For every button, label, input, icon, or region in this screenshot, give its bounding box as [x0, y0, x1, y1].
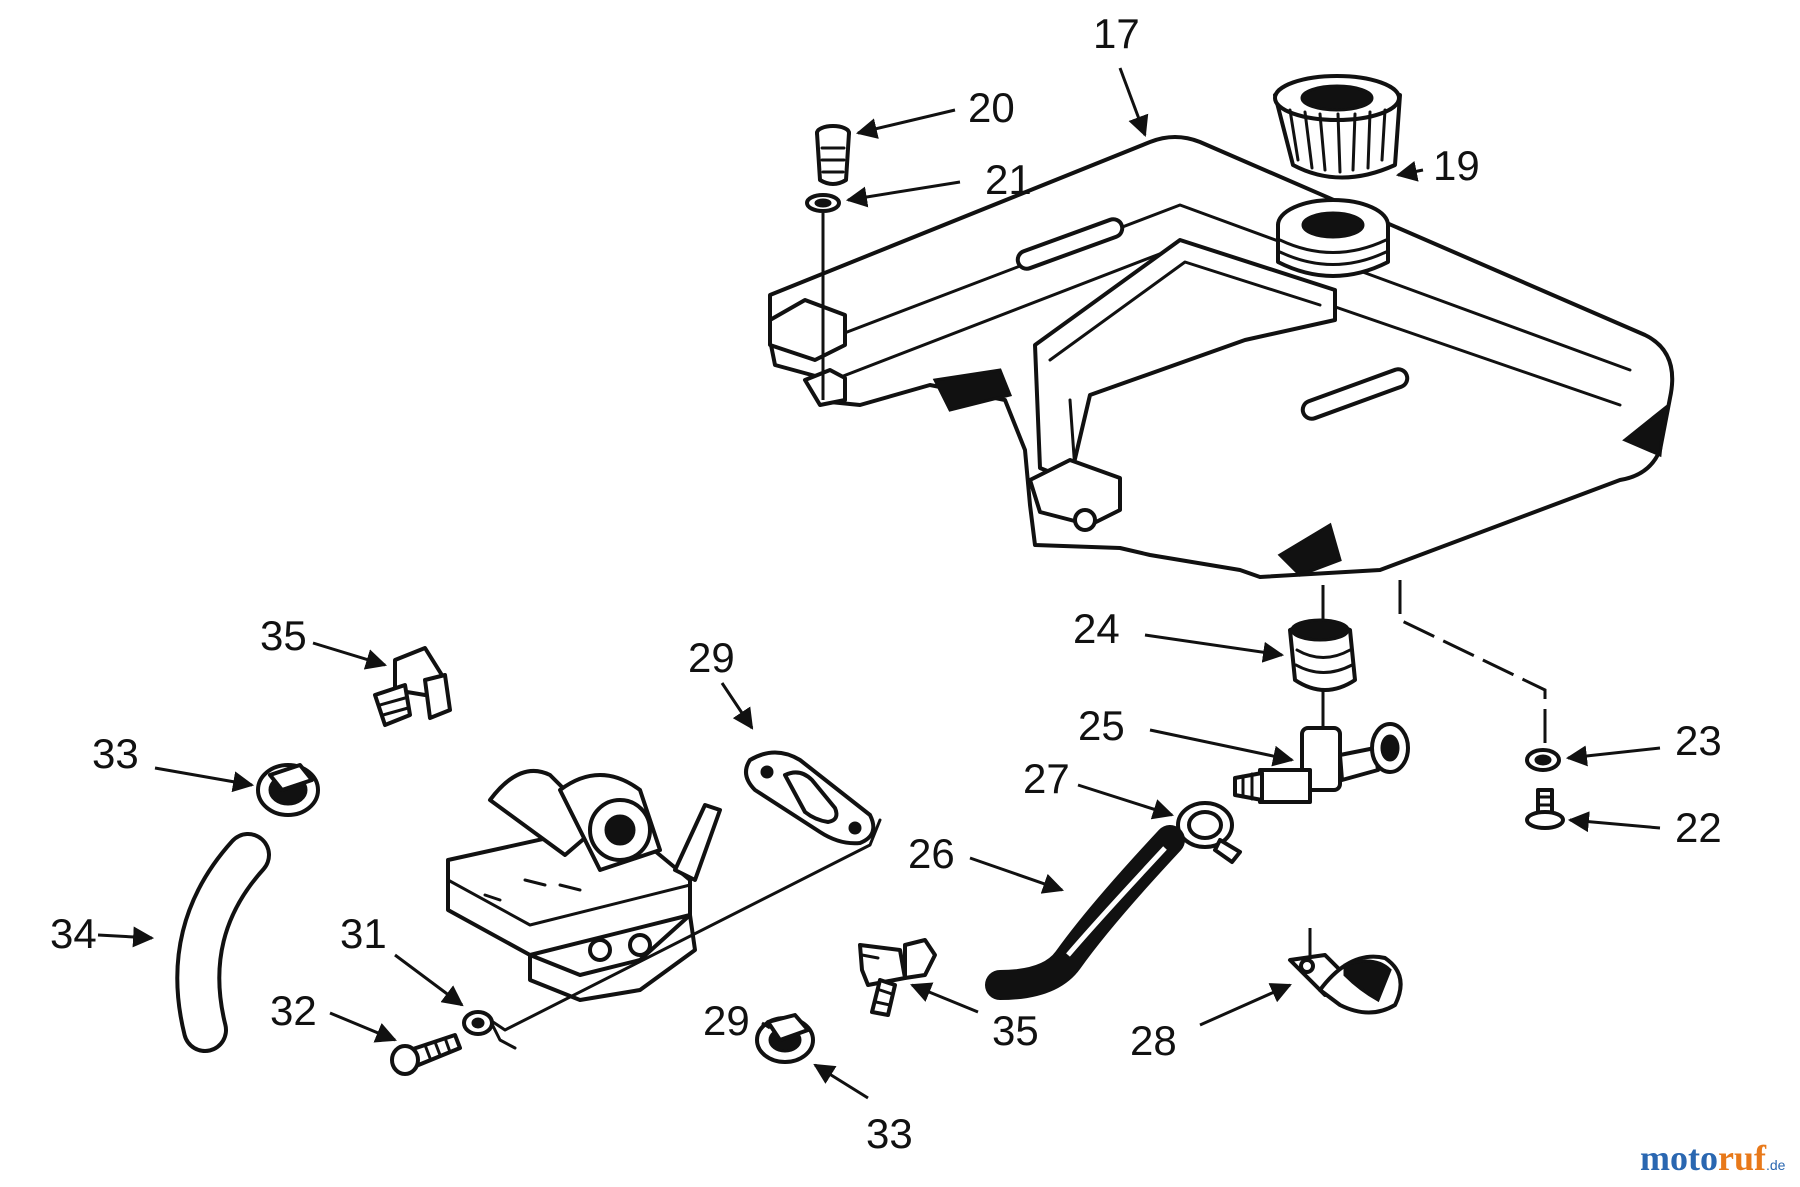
fuel-line-hose	[985, 825, 1185, 1000]
callout-19: 19	[1433, 142, 1480, 189]
callout-33-upper: 33	[92, 730, 139, 777]
elbow-fitting-lower	[858, 938, 937, 1017]
hose-clip	[1288, 928, 1403, 1015]
leader-lines	[97, 67, 1661, 1100]
callout-21: 21	[985, 156, 1032, 203]
leader-20	[855, 108, 956, 139]
callout-34: 34	[50, 910, 97, 957]
watermark-suffix: .de	[1766, 1157, 1786, 1173]
leader-19	[1395, 160, 1424, 182]
curved-hose	[175, 832, 271, 1053]
leader-32	[329, 1011, 397, 1043]
leader-35-lower	[910, 982, 979, 1014]
tank-screw-bolt	[1525, 788, 1565, 830]
callout-32: 32	[270, 987, 317, 1034]
svg-text:motoruf.de: motoruf.de	[1640, 1138, 1786, 1178]
callout-27: 27	[1023, 755, 1070, 802]
callout-31: 31	[340, 910, 387, 957]
leader-35-upper	[312, 641, 388, 670]
callout-24: 24	[1073, 605, 1120, 652]
leader-24	[1144, 633, 1285, 663]
watermark-brand-a: moto	[1640, 1138, 1718, 1178]
leader-26	[969, 856, 1064, 894]
callout-35-upper: 35	[260, 612, 307, 659]
pump-gasket	[744, 750, 876, 846]
hose-clamp-upper	[256, 763, 320, 817]
leader-33-upper	[154, 766, 255, 793]
fuel-pump	[446, 769, 722, 1002]
leader-22	[1567, 811, 1661, 833]
callout-23: 23	[1675, 717, 1722, 764]
tank-screw	[1525, 748, 1561, 772]
tank-mount-axis-line	[1398, 580, 1547, 748]
watermark-brand-b: ruf	[1718, 1138, 1767, 1178]
elbow-fitting-upper	[373, 646, 452, 727]
fuel-cap	[1273, 74, 1402, 180]
fuel-line-clamp	[1176, 801, 1242, 864]
callout-29-upper: 29	[688, 634, 735, 681]
pump-mount-axis-line	[488, 818, 882, 1032]
leader-33-lower	[813, 1063, 869, 1100]
leader-25	[1149, 728, 1295, 767]
callout-20: 20	[968, 84, 1015, 131]
leader-28	[1199, 983, 1292, 1027]
callout-29-lower: 29	[703, 997, 750, 1044]
leader-29-lower	[761, 1021, 771, 1030]
watermark-logo: motoruf.de	[1640, 1138, 1786, 1178]
tank-bolt-washer	[805, 193, 841, 213]
grommet	[1288, 618, 1357, 692]
callout-25: 25	[1078, 702, 1125, 749]
callout-28: 28	[1130, 1017, 1177, 1064]
leader-21	[845, 180, 961, 208]
leader-27	[1077, 783, 1175, 820]
leader-31	[394, 953, 464, 1007]
callout-22: 22	[1675, 804, 1722, 851]
tank-bolt	[815, 124, 851, 186]
leader-34	[97, 926, 155, 948]
callout-26: 26	[908, 830, 955, 877]
leader-23	[1565, 745, 1661, 767]
fuel-tank	[768, 135, 1675, 579]
pump-washer	[462, 1010, 494, 1036]
callout-35-lower: 35	[992, 1007, 1039, 1054]
leader-17	[1118, 67, 1149, 137]
leader-29-upper	[720, 682, 754, 730]
shutoff-valve	[1233, 722, 1410, 804]
callout-33-lower: 33	[866, 1110, 913, 1157]
pump-screw	[390, 1033, 462, 1076]
callout-17: 17	[1093, 10, 1140, 57]
hose-clamp-lower	[755, 1013, 815, 1064]
callout-labels: 17 20 21 19 24 25 23 22 27 26 28 35 35 3…	[50, 10, 1722, 1157]
